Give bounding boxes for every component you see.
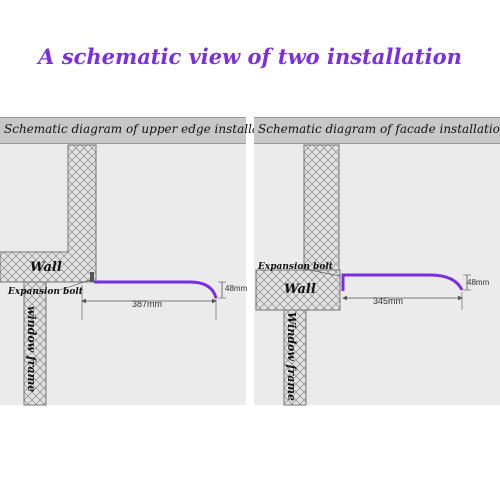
left-wall-section — [0, 144, 97, 283]
facade-header-text: Schematic diagram of facade installation — [258, 122, 500, 136]
right-wall-lower — [255, 269, 341, 311]
left-height-dim-label: 48mm — [225, 284, 248, 293]
right-profile — [341, 273, 464, 291]
left-window-frame — [23, 281, 47, 406]
right-wall-label: Wall — [284, 282, 316, 297]
left-width-dim-label: 387mm — [132, 299, 162, 309]
left-bolt-label: Expansion bolt — [7, 287, 84, 297]
left-bolt — [90, 272, 94, 282]
left-wall-label: Wall — [30, 260, 62, 275]
right-wall-upper — [303, 144, 340, 271]
facade-header: Schematic diagram of facade installation — [254, 117, 500, 144]
upper-edge-header: Schematic diagram of upper edge installa… — [0, 117, 283, 144]
upper-edge-diagram: Wall Expansion bolt 387mm 48mm window fr… — [0, 144, 248, 406]
left-profile — [94, 280, 218, 299]
page-title: A schematic view of two installation — [38, 44, 462, 69]
right-window-frame — [283, 309, 307, 406]
left-frame-label: window frame — [25, 306, 38, 392]
facade-diagram: Expansion bolt Wall 345mm 48mm Window fr… — [255, 144, 490, 406]
upper-edge-header-text: Schematic diagram of upper edge installa… — [4, 122, 283, 136]
right-height-dim-label: 48mm — [467, 278, 490, 287]
right-bolt-leader — [299, 267, 341, 277]
left-bolt-leader — [59, 279, 91, 291]
right-bolt-label: Expansion bolt — [257, 262, 334, 272]
right-frame-label: Window frame — [285, 312, 298, 401]
right-width-dim-label: 345mm — [373, 296, 403, 306]
